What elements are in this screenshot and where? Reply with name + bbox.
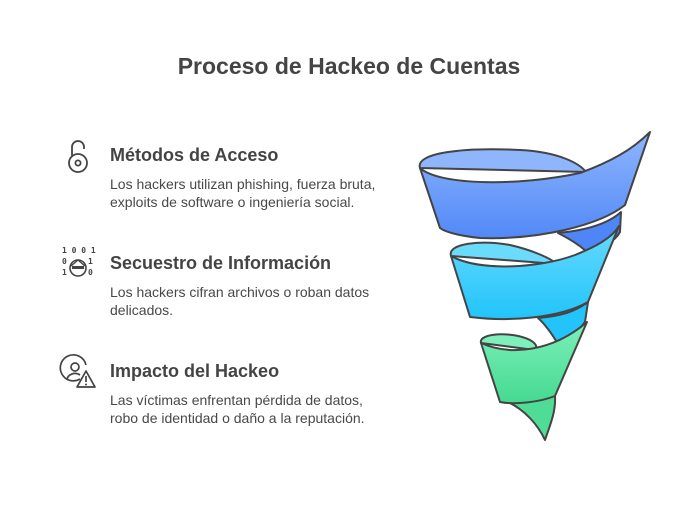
step-heading: Impacto del Hackeo: [110, 361, 280, 381]
desc-line: robo de identidad o daño a la reputación…: [110, 410, 365, 426]
step-heading: Secuestro de Información: [110, 253, 332, 273]
user-warning-icon: [59, 354, 96, 388]
funnel-tail: [507, 395, 557, 441]
step-description: Las víctimas enfrentan pérdida de datos,…: [110, 391, 410, 427]
binary-digit: 1: [62, 268, 67, 277]
page-title: Proceso de Hackeo de Cuentas: [177, 53, 521, 79]
binary-hacker-icon: 1 0 0 1 0 1 1 0: [62, 246, 96, 277]
binary-row: 1 0 0 1: [62, 246, 96, 255]
binary-digit: 1: [88, 257, 93, 266]
desc-line: Los hackers utilizan phishing, fuerza br…: [110, 176, 376, 192]
step-description: Los hackers utilizan phishing, fuerza br…: [110, 175, 410, 211]
funnel-band-2: [450, 225, 620, 321]
funnel-band-3: [480, 321, 588, 405]
step-description: Los hackers cifran archivos o roban dato…: [110, 283, 410, 319]
funnel-band-1-back: [418, 148, 587, 173]
desc-line: exploits de software o ingeniería social…: [110, 194, 355, 210]
desc-line: delicados.: [110, 302, 174, 318]
desc-line: Las víctimas enfrentan pérdida de datos,: [110, 392, 363, 408]
open-lock-icon: [68, 140, 88, 173]
binary-digit: 0: [88, 268, 93, 277]
step-heading: Métodos de Acceso: [110, 145, 279, 165]
funnel-band-1: [419, 131, 651, 240]
desc-line: Los hackers cifran archivos o roban dato…: [110, 284, 370, 300]
funnel-band-2-back: [449, 241, 558, 265]
binary-digit: 0: [62, 257, 67, 266]
